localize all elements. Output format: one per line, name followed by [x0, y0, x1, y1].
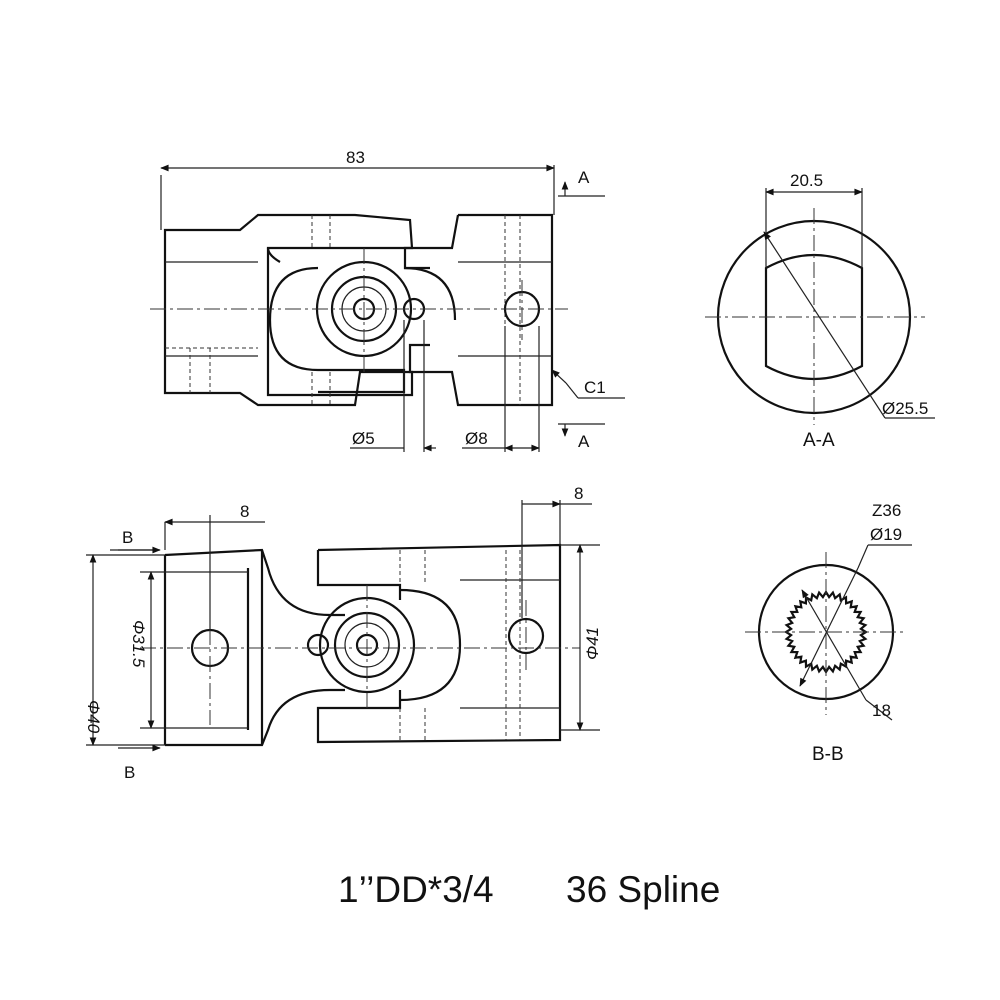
section-b-top-label: B	[122, 528, 133, 547]
outer-dia-right-label: Φ41	[583, 627, 602, 660]
outer-dia-left-label: Φ40	[84, 700, 103, 734]
section-b-bottom-label: B	[124, 763, 135, 782]
bottom-view: Φ40 Φ31.5 Φ41 B B 8 8	[84, 484, 602, 782]
inner-dia-left-label: Φ31.5	[129, 620, 148, 668]
pin-small-dia-label: Ø5	[352, 429, 375, 448]
section-a-top-label: A	[578, 168, 590, 187]
section-b-b: Z36 Ø19 18 B-B	[745, 501, 912, 765]
caption: 1’’DD*3/4 36 Spline	[338, 869, 720, 910]
spline-minor-label: 18	[872, 701, 891, 720]
hole-offset-left-label: 8	[240, 502, 249, 521]
spline-teeth-label: Z36	[872, 501, 901, 520]
section-a-title: A-A	[803, 430, 835, 451]
overall-length-label: 83	[346, 148, 365, 167]
section-b-title: B-B	[812, 744, 844, 765]
bore-dia-label: Ø25.5	[882, 399, 928, 418]
hole-offset-right-label: 8	[574, 484, 583, 503]
top-view: C1 83 A A Ø5 Ø8	[150, 148, 625, 452]
pin-large-dia-label: Ø8	[465, 429, 488, 448]
chamfer-label: C1	[584, 378, 606, 397]
caption-part-size: 1’’DD*3/4	[338, 869, 494, 910]
section-a-a: 20.5 Ø25.5 A-A	[705, 171, 935, 451]
caption-spline-spec: 36 Spline	[566, 869, 720, 910]
flat-width-label: 20.5	[790, 171, 823, 190]
spline-dia-label: Ø19	[870, 525, 902, 544]
section-a-bottom-label: A	[578, 432, 590, 451]
